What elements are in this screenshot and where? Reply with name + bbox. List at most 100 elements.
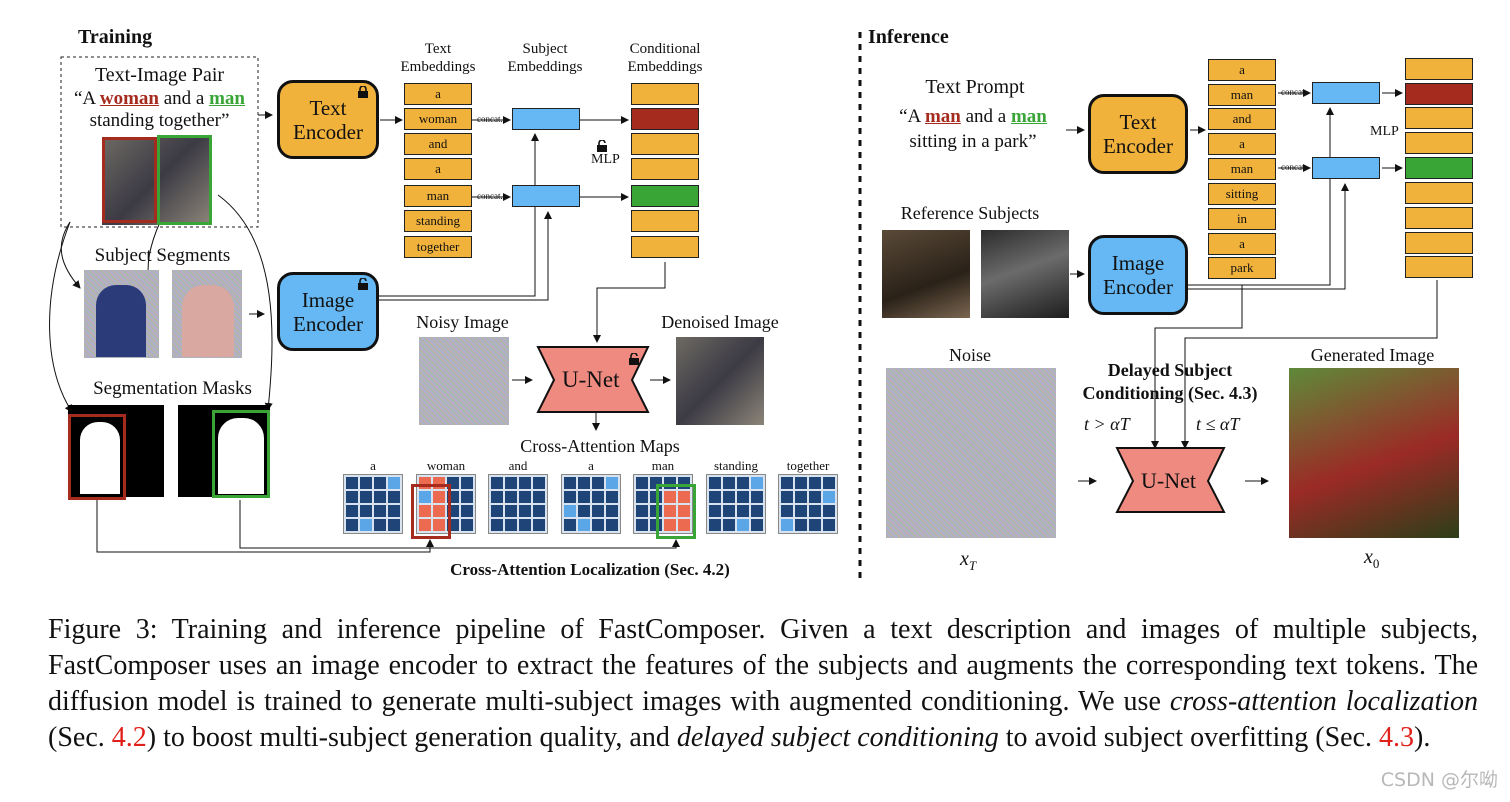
noisy-image-label: Noisy Image [416, 312, 509, 332]
attention-cell [360, 505, 372, 517]
token-standing: standing [404, 210, 472, 232]
concat-label: concat. [1281, 87, 1307, 97]
attention-cell [419, 491, 431, 503]
man-word: man [209, 88, 245, 109]
pair-caption-line2: standing together” [89, 110, 230, 131]
attention-cell [751, 505, 763, 517]
attention-cell [388, 477, 400, 489]
attention-cell [346, 491, 358, 503]
conditional-embedding-woman [631, 108, 699, 130]
attention-cell [360, 491, 372, 503]
attention-cell [533, 491, 545, 503]
woman-bbox [102, 137, 157, 223]
attention-cell [491, 519, 503, 531]
token-woman: woman [404, 108, 472, 130]
pair-title: Text-Image Pair [94, 64, 225, 86]
token-man: man [404, 185, 472, 207]
cross-attention-maps-label: Cross-Attention Maps [520, 436, 680, 456]
attn-label-woman: woman [426, 458, 466, 473]
conditional-embedding [631, 133, 699, 155]
attention-cell [781, 519, 793, 531]
mask-woman-bbox [68, 414, 126, 500]
token-a: a [404, 158, 472, 180]
inference-token-man: man [1208, 84, 1276, 106]
attention-cell [737, 505, 749, 517]
inference-conditional-embedding [1405, 132, 1473, 154]
attention-cell [564, 477, 576, 489]
attention-cell [606, 519, 618, 531]
attention-cell [823, 477, 835, 489]
attention-cell [564, 491, 576, 503]
attention-cell [578, 505, 590, 517]
attention-cell [636, 491, 648, 503]
denoised-image [676, 337, 764, 425]
attention-cell [433, 505, 445, 517]
unlock-icon [629, 353, 639, 365]
token-together: together [404, 236, 472, 258]
attention-cell [709, 491, 721, 503]
attention-cell [678, 491, 690, 503]
prompt-line2: sitting in a park” [909, 131, 1037, 152]
noise-image [886, 368, 1056, 538]
subject-embedding-newton [1312, 82, 1380, 104]
attention-cell [419, 519, 431, 531]
attn-label-man: man [651, 458, 675, 473]
attention-cell [419, 505, 431, 517]
attention-cell [519, 505, 531, 517]
attention-cell [709, 505, 721, 517]
attention-cell [781, 477, 793, 489]
attention-cell [346, 477, 358, 489]
attention-map-and [488, 474, 548, 534]
attn-label-together: together [786, 458, 830, 473]
attention-cell [737, 477, 749, 489]
lock-icon [358, 86, 368, 98]
attention-map-a [343, 474, 403, 534]
mask-man-bbox [212, 410, 270, 498]
pair-caption-line1: “A woman and a man [73, 88, 245, 109]
inference-token-a: a [1208, 133, 1276, 155]
man-word-1: man [924, 106, 961, 127]
token-and: and [404, 133, 472, 155]
attention-cell [795, 491, 807, 503]
watermark: CSDN @尔呦 [1380, 769, 1498, 791]
attention-cell [823, 519, 835, 531]
attention-cell [737, 519, 749, 531]
concat-label: concat. [477, 114, 503, 124]
attention-cell [346, 505, 358, 517]
attention-cell [809, 519, 821, 531]
attention-cell [360, 519, 372, 531]
man-bbox [157, 135, 212, 225]
attention-cell [505, 519, 517, 531]
inference-conditional-embedding [1405, 232, 1473, 254]
inference-conditional-embedding [1405, 107, 1473, 129]
attention-cell [606, 491, 618, 503]
attention-cell [388, 491, 400, 503]
prompt-line1: “A man and a man [899, 106, 1047, 127]
attention-cell [346, 519, 358, 531]
ref-link[interactable]: 4.3 [1379, 722, 1415, 753]
attention-cell [664, 491, 676, 503]
mask-woman-silhouette [80, 422, 120, 494]
inference-token-a: a [1208, 233, 1276, 255]
attention-cell [461, 491, 473, 503]
attention-cell [505, 505, 517, 517]
attention-cell [374, 519, 386, 531]
generated-image-label: Generated Image [1310, 345, 1435, 365]
inference-conditional-embedding [1405, 182, 1473, 204]
attn-label-a: a [588, 458, 594, 473]
reference-subject-einstein [981, 230, 1069, 318]
inference-token-a: a [1208, 59, 1276, 81]
attention-cell [636, 477, 648, 489]
noisy-image [419, 337, 509, 425]
attention-cell [491, 505, 503, 517]
segment-man-figure [182, 285, 234, 357]
subject-embedding-woman [512, 108, 580, 130]
attention-cell [606, 477, 618, 489]
inference-token-and: and [1208, 108, 1276, 130]
attention-cell [809, 491, 821, 503]
concat-label: concat. [1281, 162, 1307, 172]
ref-link[interactable]: 4.2 [111, 722, 147, 753]
